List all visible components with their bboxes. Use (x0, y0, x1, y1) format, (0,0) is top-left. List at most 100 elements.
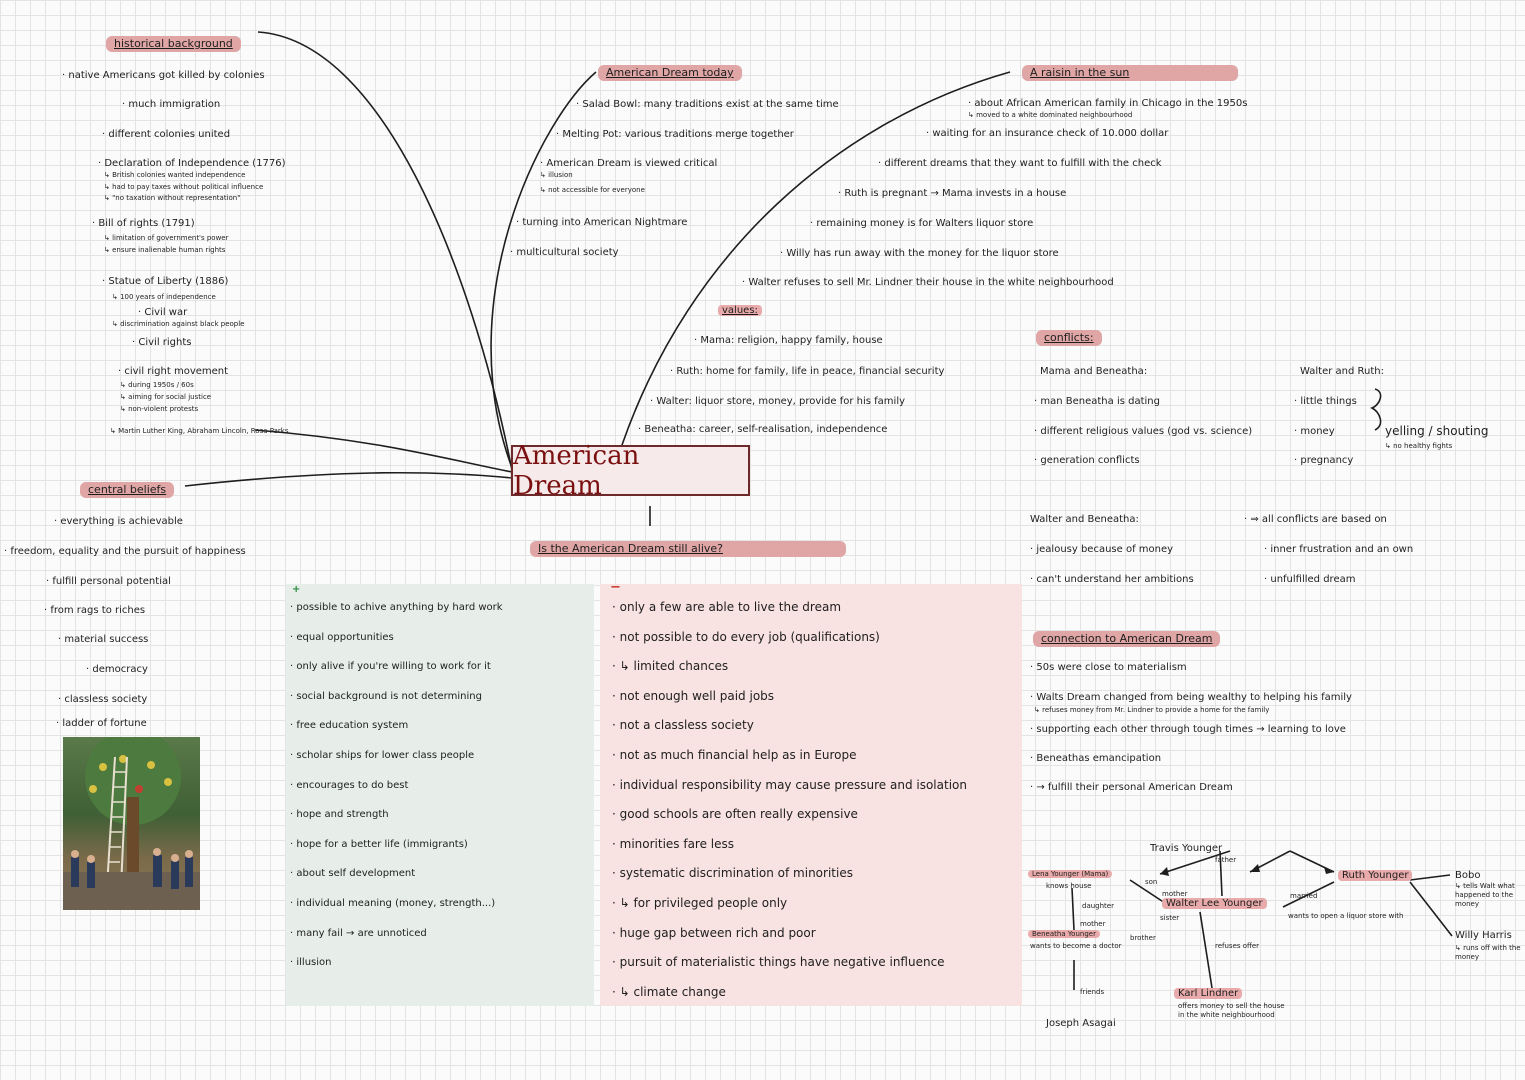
yelling-note: yelling / shouting (1385, 424, 1489, 438)
minus-item: · ↳ limited chances (612, 659, 729, 674)
hist-item: · different colonies united (102, 129, 231, 140)
hist-item: ↳ Martin Luther King, Abraham Lincoln, R… (110, 427, 289, 435)
plus-item: · many fail → are unnoticed (290, 927, 427, 939)
mb-item: · man Beneatha is dating (1034, 396, 1160, 407)
hist-item: · native Americans got killed by colonie… (62, 70, 265, 81)
hist-item: ↳ 100 years of independence (112, 293, 216, 301)
hist-item: · Civil rights (132, 337, 192, 348)
hist-item: · Declaration of Independence (1776) (98, 158, 286, 169)
conn-item: · Beneathas emancipation (1030, 753, 1162, 764)
plus-item: · about self development (290, 868, 416, 880)
minus-sign: − (610, 580, 621, 595)
minus-item: · not possible to do every job (qualific… (612, 629, 880, 644)
label-brother: brother (1130, 934, 1156, 942)
minus-item: · only a few are able to live the dream (612, 600, 842, 614)
karl-note: offers money to sell the house in the wh… (1178, 1002, 1285, 1019)
minus-item: · not enough well paid jobs (612, 688, 775, 703)
hist-item: ↳ "no taxation without representation" (104, 194, 241, 202)
label-son: son (1145, 878, 1158, 886)
beliefs-item: · freedom, equality and the pursuit of h… (4, 546, 246, 557)
allc-item: · unfulfilled dream (1264, 574, 1356, 585)
travis-note: father (1215, 856, 1237, 864)
wr-item: · pregnancy (1294, 455, 1354, 466)
minus-item: · huge gap between rich and poor (612, 925, 816, 940)
allc-item: · ⇒ all conflicts are based on (1244, 514, 1387, 525)
hist-item: · Civil war (138, 307, 188, 318)
willy-note: ↳ runs off with the money (1455, 944, 1521, 961)
plus-item: · illusion (290, 957, 332, 969)
beneatha-note: wants to become a doctor (1030, 942, 1122, 950)
wr-item: · little things (1294, 396, 1357, 407)
raisin-in-the-sun-title: A raisin in the sun (1022, 65, 1238, 81)
walter-beneatha-heading: Walter and Beneatha: (1030, 514, 1139, 525)
beliefs-item: · ladder of fortune (56, 718, 147, 729)
wr-item: · money (1294, 426, 1335, 437)
hist-item: · Bill of rights (1791) (92, 218, 195, 229)
today-item: · turning into American Nightmare (516, 217, 688, 228)
beliefs-item: · democracy (86, 664, 148, 675)
hist-item: ↳ limitation of government's power (104, 234, 229, 242)
today-item: · Melting Pot: various traditions merge … (556, 129, 794, 140)
con-arguments-panel: − · only a few are able to live the drea… (600, 580, 1022, 1006)
willy-harris: Willy Harris (1455, 930, 1512, 941)
hist-item: ↳ non-violent protests (120, 405, 199, 413)
raisin-item: ↳ moved to a white dominated neighbourho… (968, 111, 1133, 119)
label-refuses: refuses offer (1215, 942, 1260, 950)
today-item: ↳ illusion (540, 171, 573, 179)
hist-item: ↳ ensure inalienable human rights (104, 246, 226, 254)
dream-alive-title: Is the American Dream still alive? (530, 541, 846, 557)
historical-background-title: historical background (106, 36, 241, 52)
beliefs-item: · material success (58, 634, 149, 645)
plus-item: · free education system (290, 720, 409, 732)
mama-beneatha-heading: Mama and Beneatha: (1040, 366, 1148, 377)
american-dream-today-title: American Dream today (598, 65, 742, 81)
plus-item: · hope for a better life (immigrants) (290, 838, 468, 850)
pro-arguments-panel: + · possible to achive anything by hard … (286, 584, 594, 1006)
plus-item: · equal opportunities (290, 631, 394, 643)
bobo: Bobo (1455, 870, 1481, 881)
ruth-younger: Ruth Younger (1338, 870, 1413, 882)
label-mother: mother (1080, 920, 1106, 928)
ladder-of-fortune-painting (63, 737, 200, 910)
values-item: · Beneatha: career, self-realisation, in… (638, 424, 888, 435)
beliefs-item: · classless society (58, 694, 148, 705)
raisin-item: · different dreams that they want to ful… (878, 158, 1162, 169)
minus-item: · ↳ for privileged people only (612, 896, 788, 910)
beliefs-item: · fulfill personal potential (46, 576, 171, 587)
today-item: · multicultural society (510, 247, 619, 258)
hist-item: ↳ British colonies wanted independence (104, 171, 246, 179)
label-married: married (1290, 892, 1318, 900)
mb-item: · different religious values (god vs. sc… (1034, 426, 1253, 437)
plus-item: · scholar ships for lower class people (290, 750, 475, 761)
hist-item: · much immigration (122, 99, 221, 110)
hist-item: · Statue of Liberty (1886) (102, 276, 229, 287)
raisin-item: · waiting for an insurance check of 10.0… (926, 128, 1169, 139)
plus-item: · possible to achive anything by hard wo… (290, 602, 503, 613)
lena-younger: Lena Younger (Mama) (1028, 870, 1113, 879)
plus-sign: + (292, 584, 301, 595)
central-beliefs-title: central beliefs (80, 482, 175, 498)
beneatha-younger: Beneatha Younger (1028, 930, 1100, 939)
minus-item: · good schools are often really expensiv… (612, 807, 858, 822)
plus-item: · social background is not determining (290, 690, 482, 702)
values-title: values: (718, 305, 762, 317)
values-item: · Mama: religion, happy family, house (694, 335, 883, 346)
today-item: · American Dream is viewed critical (540, 158, 718, 169)
mb-item: · generation conflicts (1034, 455, 1140, 466)
karl-lindner: Karl Lindner (1174, 988, 1243, 1000)
minus-item: · not a classless society (612, 718, 754, 733)
hist-item: ↳ during 1950s / 60s (120, 381, 194, 389)
conn-item: · supporting each other through tough ti… (1030, 724, 1346, 735)
conn-item: · Walts Dream changed from being wealthy… (1030, 692, 1352, 703)
raisin-item: · Walter refuses to sell Mr. Lindner the… (742, 277, 1114, 288)
plus-item: · hope and strength (290, 809, 389, 821)
values-item: · Ruth: home for family, life in peace, … (670, 366, 945, 377)
ruth-note: wants to open a liquor store with (1288, 912, 1404, 920)
walter-lee-younger: Walter Lee Younger (1162, 898, 1267, 910)
raisin-item: · Ruth is pregnant → Mama invests in a h… (838, 188, 1067, 199)
hist-item: ↳ had to pay taxes without political inf… (104, 183, 264, 191)
plus-item: · only alive if you're willing to work f… (290, 661, 491, 673)
minus-item: · ↳ climate change (612, 984, 726, 999)
no-healthy-fights-note: ↳ no healthy fights (1385, 442, 1453, 450)
